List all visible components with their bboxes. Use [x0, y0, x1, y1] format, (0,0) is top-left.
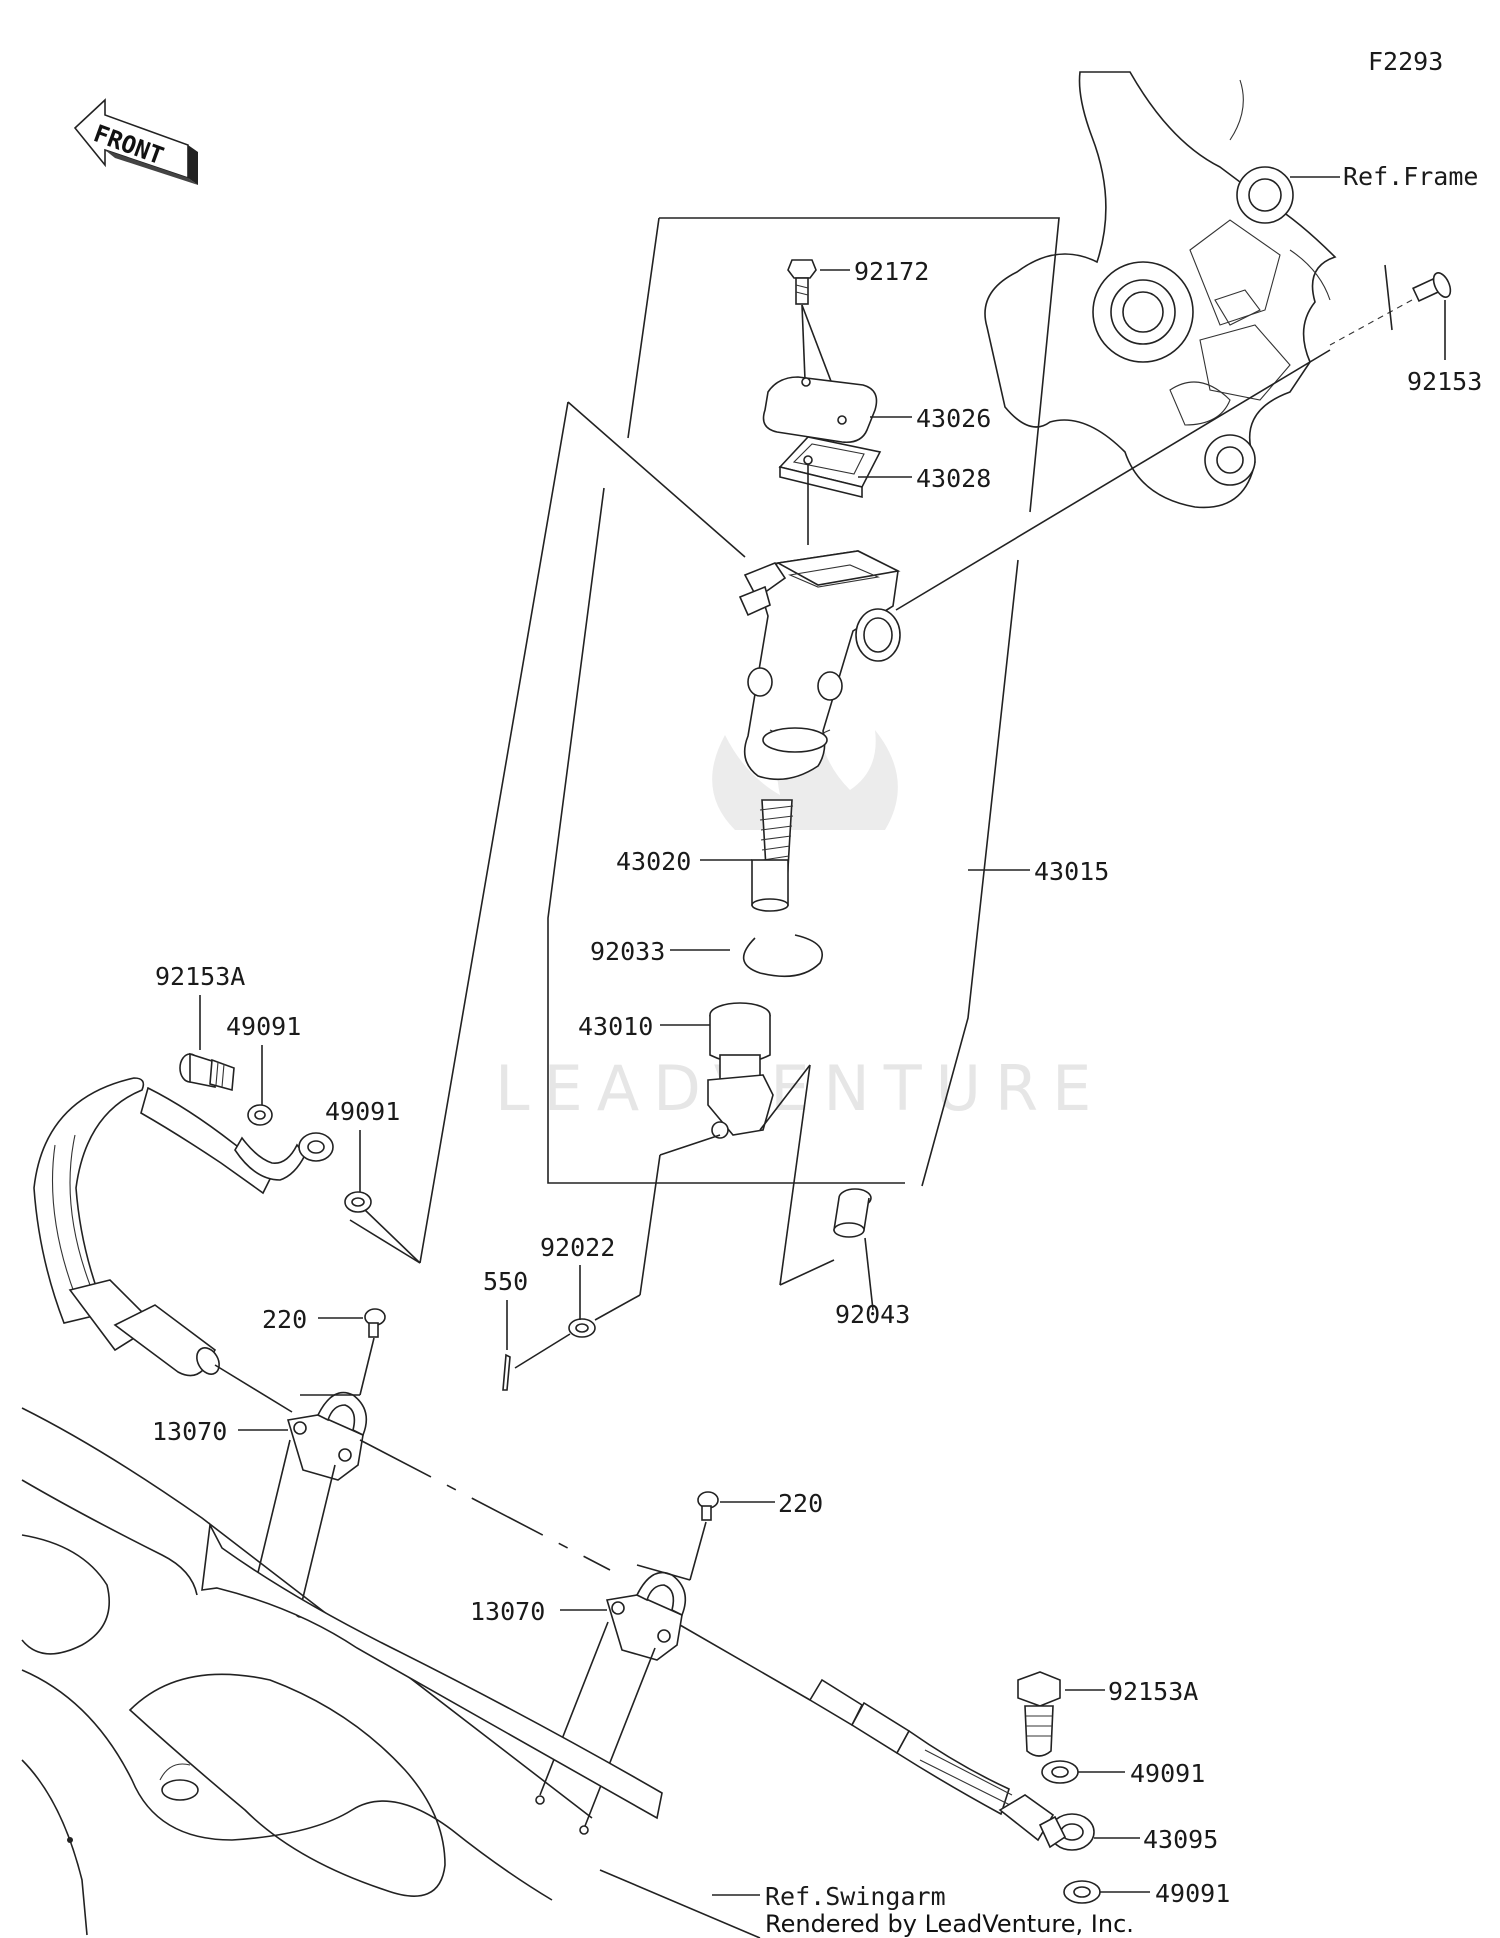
- brake-hose-top: [33, 1077, 334, 1413]
- part-label-92033: 92033: [590, 937, 665, 966]
- assembly-outline-right: [921, 559, 1019, 1187]
- part-label-49091-b: 49091: [325, 1097, 400, 1126]
- screw-220-b: 220: [689, 1489, 823, 1581]
- assembly-outline-top: [659, 217, 1060, 513]
- part-label-43010: 43010: [578, 1012, 653, 1041]
- bolt-92153: 92153: [1329, 264, 1482, 396]
- part-label-220-a: 220: [262, 1305, 307, 1334]
- part-label-43095: 43095: [1143, 1825, 1218, 1854]
- bracket-line-left: [419, 401, 569, 1264]
- part-label-49091-d: 49091: [1155, 1879, 1230, 1908]
- watermark-text: LEADVENTURE: [495, 1052, 1105, 1125]
- master-cylinder-body: [738, 349, 1331, 781]
- banjo-fitting-43095: 43095: [1038, 1813, 1218, 1854]
- bracket-line-low: [349, 1219, 421, 1264]
- part-label-13070-b: 13070: [470, 1597, 545, 1626]
- washer-92022: 92022: [514, 1233, 615, 1369]
- piston-spring-43020: 43020: [616, 799, 794, 912]
- part-label-43028: 43028: [916, 464, 991, 493]
- swingarm-drawing: Ref.Swingarm: [21, 1407, 946, 1938]
- ref-swingarm-label: Ref.Swingarm: [765, 1882, 946, 1911]
- push-rod-43010: 43010: [578, 1002, 811, 1321]
- banjo-bolt-92153A-top: 92153A: [155, 962, 245, 1092]
- part-label-220-b: 220: [778, 1489, 823, 1518]
- washer-49091-c: 49091: [1041, 1759, 1205, 1788]
- frame-drawing: Ref.Frame: [984, 71, 1478, 509]
- washer-49091-d: 49091: [1063, 1879, 1230, 1908]
- cotter-pin-550: 550: [483, 1267, 528, 1391]
- part-label-43026: 43026: [916, 404, 991, 433]
- part-label-92153A-top: 92153A: [155, 962, 245, 991]
- part-label-92043: 92043: [835, 1300, 910, 1329]
- washer-49091-b: 49091: [325, 1097, 421, 1264]
- front-arrow-icon: FRONT: [73, 98, 198, 185]
- hose-route-dashed: [359, 1439, 611, 1571]
- circlip-92033: 92033: [590, 934, 823, 978]
- credit-text: Rendered by LeadVenture, Inc.: [765, 1910, 1134, 1938]
- part-label-92153A-bottom: 92153A: [1108, 1677, 1198, 1706]
- figure-code: F2293: [1368, 47, 1443, 76]
- screw-220-a: 220: [262, 1305, 386, 1396]
- reservoir-cap-43026: 43026: [762, 376, 991, 444]
- assembly-outline-left: [547, 487, 905, 1184]
- part-label-49091-a: 49091: [226, 1012, 301, 1041]
- clamp-13070-a: 13070: [152, 1391, 368, 1618]
- part-label-92022: 92022: [540, 1233, 615, 1262]
- part-label-49091-c: 49091: [1130, 1759, 1205, 1788]
- ref-frame-label: Ref.Frame: [1343, 162, 1478, 191]
- brake-hose-bottom: [808, 1678, 1055, 1842]
- leader-bracket: [567, 401, 746, 558]
- pin-92043: 92043: [779, 1188, 910, 1329]
- diaphragm-43028: 43028: [778, 436, 991, 545]
- part-label-43015: 43015: [1034, 857, 1109, 886]
- part-label-92153: 92153: [1407, 367, 1482, 396]
- part-label-43020: 43020: [616, 847, 691, 876]
- screw-92172: 92172: [787, 257, 929, 419]
- clamp-13070-b: 13070: [470, 1564, 811, 1835]
- part-label-550: 550: [483, 1267, 528, 1296]
- part-label-13070-a: 13070: [152, 1417, 227, 1446]
- assembly-outline-left-top: [627, 217, 660, 439]
- washer-49091-a: 49091: [226, 1012, 301, 1126]
- part-label-92172: 92172: [854, 257, 929, 286]
- banjo-bolt-92153A-bottom: 92153A: [1017, 1671, 1198, 1757]
